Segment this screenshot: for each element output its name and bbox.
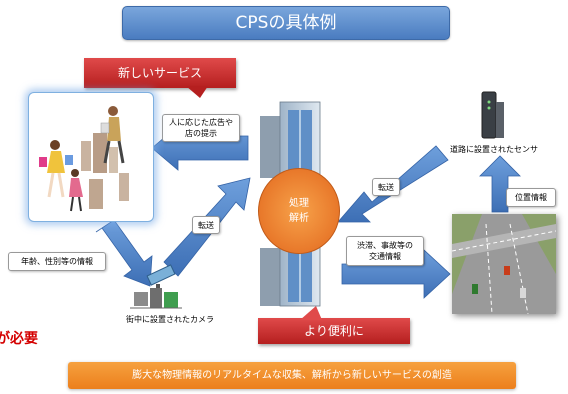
process-analysis-node: 処理 解析 — [258, 168, 340, 254]
transfer-label-left: 転送 — [192, 216, 220, 234]
traffic-info-line-2: 交通情報 — [369, 252, 401, 261]
traffic-info-label: 渋滞、事故等の 交通情報 — [346, 236, 424, 266]
new-service-banner: 新しいサービス — [84, 58, 236, 88]
process-line-2: 解析 — [289, 213, 309, 224]
diagram-title: CPSの具体例 — [122, 6, 450, 40]
shoppers-icon — [39, 106, 129, 212]
camera-icon — [130, 264, 182, 309]
highway-icon — [451, 214, 557, 315]
banner-tail — [186, 86, 208, 98]
summary-bar: 膨大な物理情報のリアルタイムな収集、解析から新しいサービスの創造 — [68, 362, 516, 389]
ad-display-line-2: 店の提示 — [185, 129, 217, 138]
necessity-text: が必要 — [0, 331, 38, 347]
more-convenient-banner: より便利に — [258, 318, 410, 344]
ad-display-line-1: 人に応じた広告や — [169, 118, 233, 127]
position-info-label: 位置情報 — [506, 188, 556, 207]
process-line-1: 処理 — [289, 198, 309, 209]
highway-image — [451, 214, 557, 315]
transfer-label-right: 転送 — [372, 178, 400, 196]
banner-tail — [300, 306, 322, 320]
shoppers-illustration — [28, 92, 154, 222]
ad-display-label: 人に応じた広告や 店の提示 — [162, 114, 240, 142]
server-buildings-icon — [260, 101, 321, 307]
road-sensor-label: 道路に設置されたセンサ — [450, 145, 538, 154]
traffic-info-line-1: 渋滞、事故等の — [357, 241, 413, 250]
camera-label: 街中に設置されたカメラ — [126, 315, 214, 324]
road-sensor-icon — [481, 91, 504, 139]
arrow-to-camera — [95, 219, 153, 287]
age-gender-label: 年齢、性別等の情報 — [8, 252, 106, 271]
arrow-to-highway — [341, 249, 451, 299]
